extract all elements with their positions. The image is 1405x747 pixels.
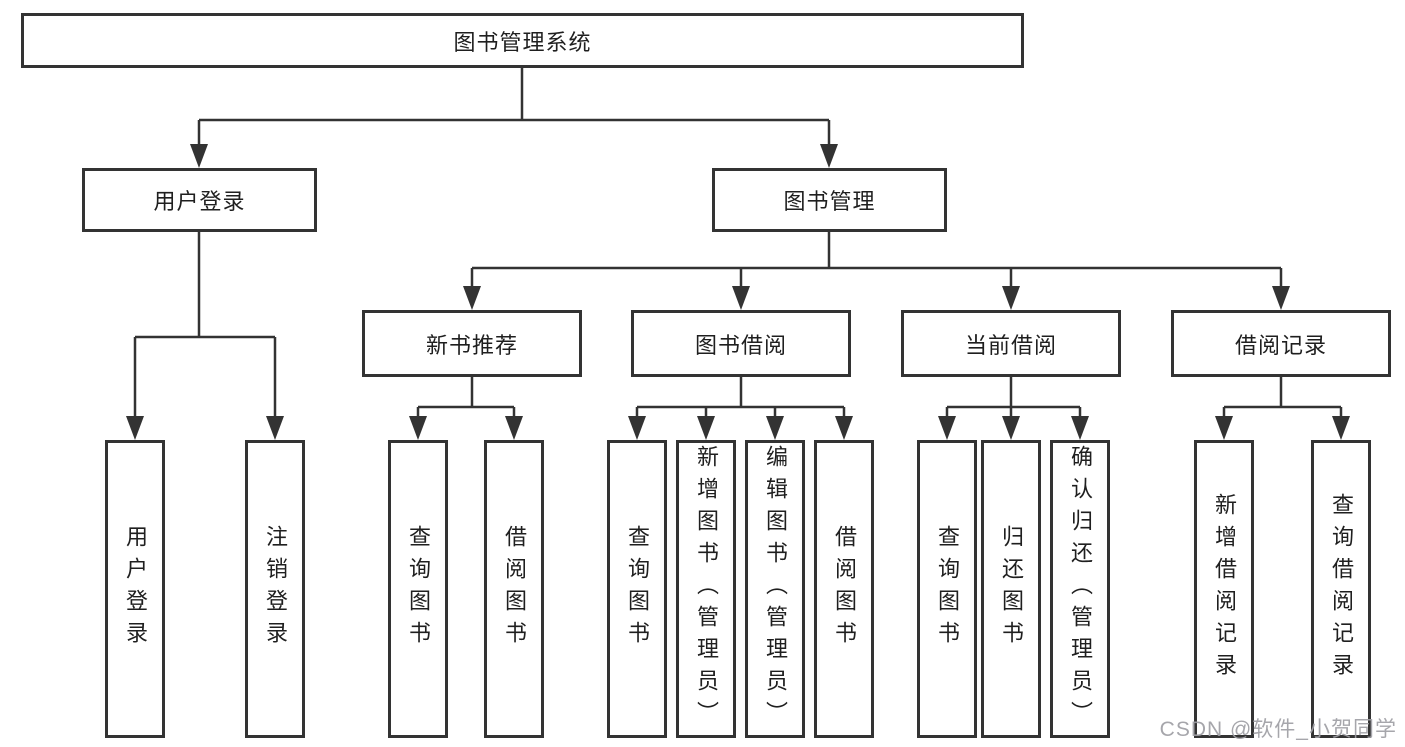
arrow-icon xyxy=(1002,286,1020,310)
node-label: 归还图书 xyxy=(999,525,1024,653)
node-leaf-bb-add-book-admin: 新增图书（管理员） xyxy=(676,440,736,738)
arrow-icon xyxy=(126,416,144,440)
node-current-borrowing: 当前借阅 xyxy=(901,310,1121,377)
node-label: 查询图书 xyxy=(935,525,960,653)
arrow-icon xyxy=(628,416,646,440)
node-leaf-br-add-record: 新增借阅记录 xyxy=(1194,440,1254,738)
node-label: 借阅记录 xyxy=(1234,332,1327,358)
node-leaf-rec-query-book: 查询图书 xyxy=(388,440,448,738)
node-label: 新增借阅记录 xyxy=(1212,493,1237,685)
arrow-icon xyxy=(266,416,284,440)
node-label: 确认归还（管理员） xyxy=(1068,445,1093,733)
node-label: 查询图书 xyxy=(625,525,650,653)
node-book-borrowing: 图书借阅 xyxy=(631,310,851,377)
node-label: 用户登录 xyxy=(153,189,246,214)
arrow-icon xyxy=(766,416,784,440)
arrow-icon xyxy=(1071,416,1089,440)
node-leaf-cb-confirm-return-admin: 确认归还（管理员） xyxy=(1050,440,1110,738)
arrow-icon xyxy=(732,286,750,310)
node-label: 图书借阅 xyxy=(694,332,787,358)
connector-current-leaves xyxy=(945,377,1082,420)
node-label: 查询借阅记录 xyxy=(1329,493,1354,685)
arrow-icon xyxy=(835,416,853,440)
arrow-icon xyxy=(505,416,523,440)
connector-userlogin-leaves xyxy=(133,232,277,418)
node-label: 借阅图书 xyxy=(832,525,857,653)
arrow-icon xyxy=(1002,416,1020,440)
connector-record-leaves xyxy=(1222,377,1343,420)
node-book-management: 图书管理 xyxy=(712,168,947,232)
node-leaf-br-query-record: 查询借阅记录 xyxy=(1311,440,1371,738)
node-leaf-rec-borrow-book: 借阅图书 xyxy=(484,440,544,738)
node-label: 当前借阅 xyxy=(964,332,1057,358)
node-label: 借阅图书 xyxy=(502,525,527,653)
node-label: 新书推荐 xyxy=(425,332,518,358)
node-leaf-bb-edit-book-admin: 编辑图书（管理员） xyxy=(745,440,805,738)
connector-bookmgmt-level3 xyxy=(470,232,1283,288)
arrow-icon xyxy=(1272,286,1290,310)
node-leaf-logout: 注销登录 xyxy=(245,440,305,738)
node-label: 图书管理 xyxy=(783,189,876,214)
node-leaf-cb-return-book: 归还图书 xyxy=(981,440,1041,738)
node-label: 图书管理系统 xyxy=(453,29,592,55)
node-user-login: 用户登录 xyxy=(82,168,317,232)
arrow-icon xyxy=(190,144,208,168)
node-label: 编辑图书（管理员） xyxy=(763,445,788,733)
node-leaf-cb-query-book: 查询图书 xyxy=(917,440,977,738)
node-library-management-system: 图书管理系统 xyxy=(21,13,1024,68)
node-label: 注销登录 xyxy=(263,525,288,653)
node-leaf-user-login: 用户登录 xyxy=(105,440,165,738)
node-label: 查询图书 xyxy=(406,525,431,653)
arrow-icon xyxy=(820,144,838,168)
connector-newbook-leaves xyxy=(416,377,516,420)
arrow-icon xyxy=(1215,416,1233,440)
node-borrowing-records: 借阅记录 xyxy=(1171,310,1391,377)
connector-borrow-leaves xyxy=(635,377,846,420)
connector-root-level2 xyxy=(197,68,831,146)
arrow-icon xyxy=(1332,416,1350,440)
node-leaf-bb-borrow-book: 借阅图书 xyxy=(814,440,874,738)
arrow-icon xyxy=(697,416,715,440)
node-new-book-recommend: 新书推荐 xyxy=(362,310,582,377)
node-label: 新增图书（管理员） xyxy=(694,445,719,733)
arrow-icon xyxy=(409,416,427,440)
node-leaf-bb-query-book: 查询图书 xyxy=(607,440,667,738)
arrow-icon xyxy=(463,286,481,310)
arrow-icon xyxy=(938,416,956,440)
node-label: 用户登录 xyxy=(123,525,148,653)
arrowheads xyxy=(126,144,1350,440)
